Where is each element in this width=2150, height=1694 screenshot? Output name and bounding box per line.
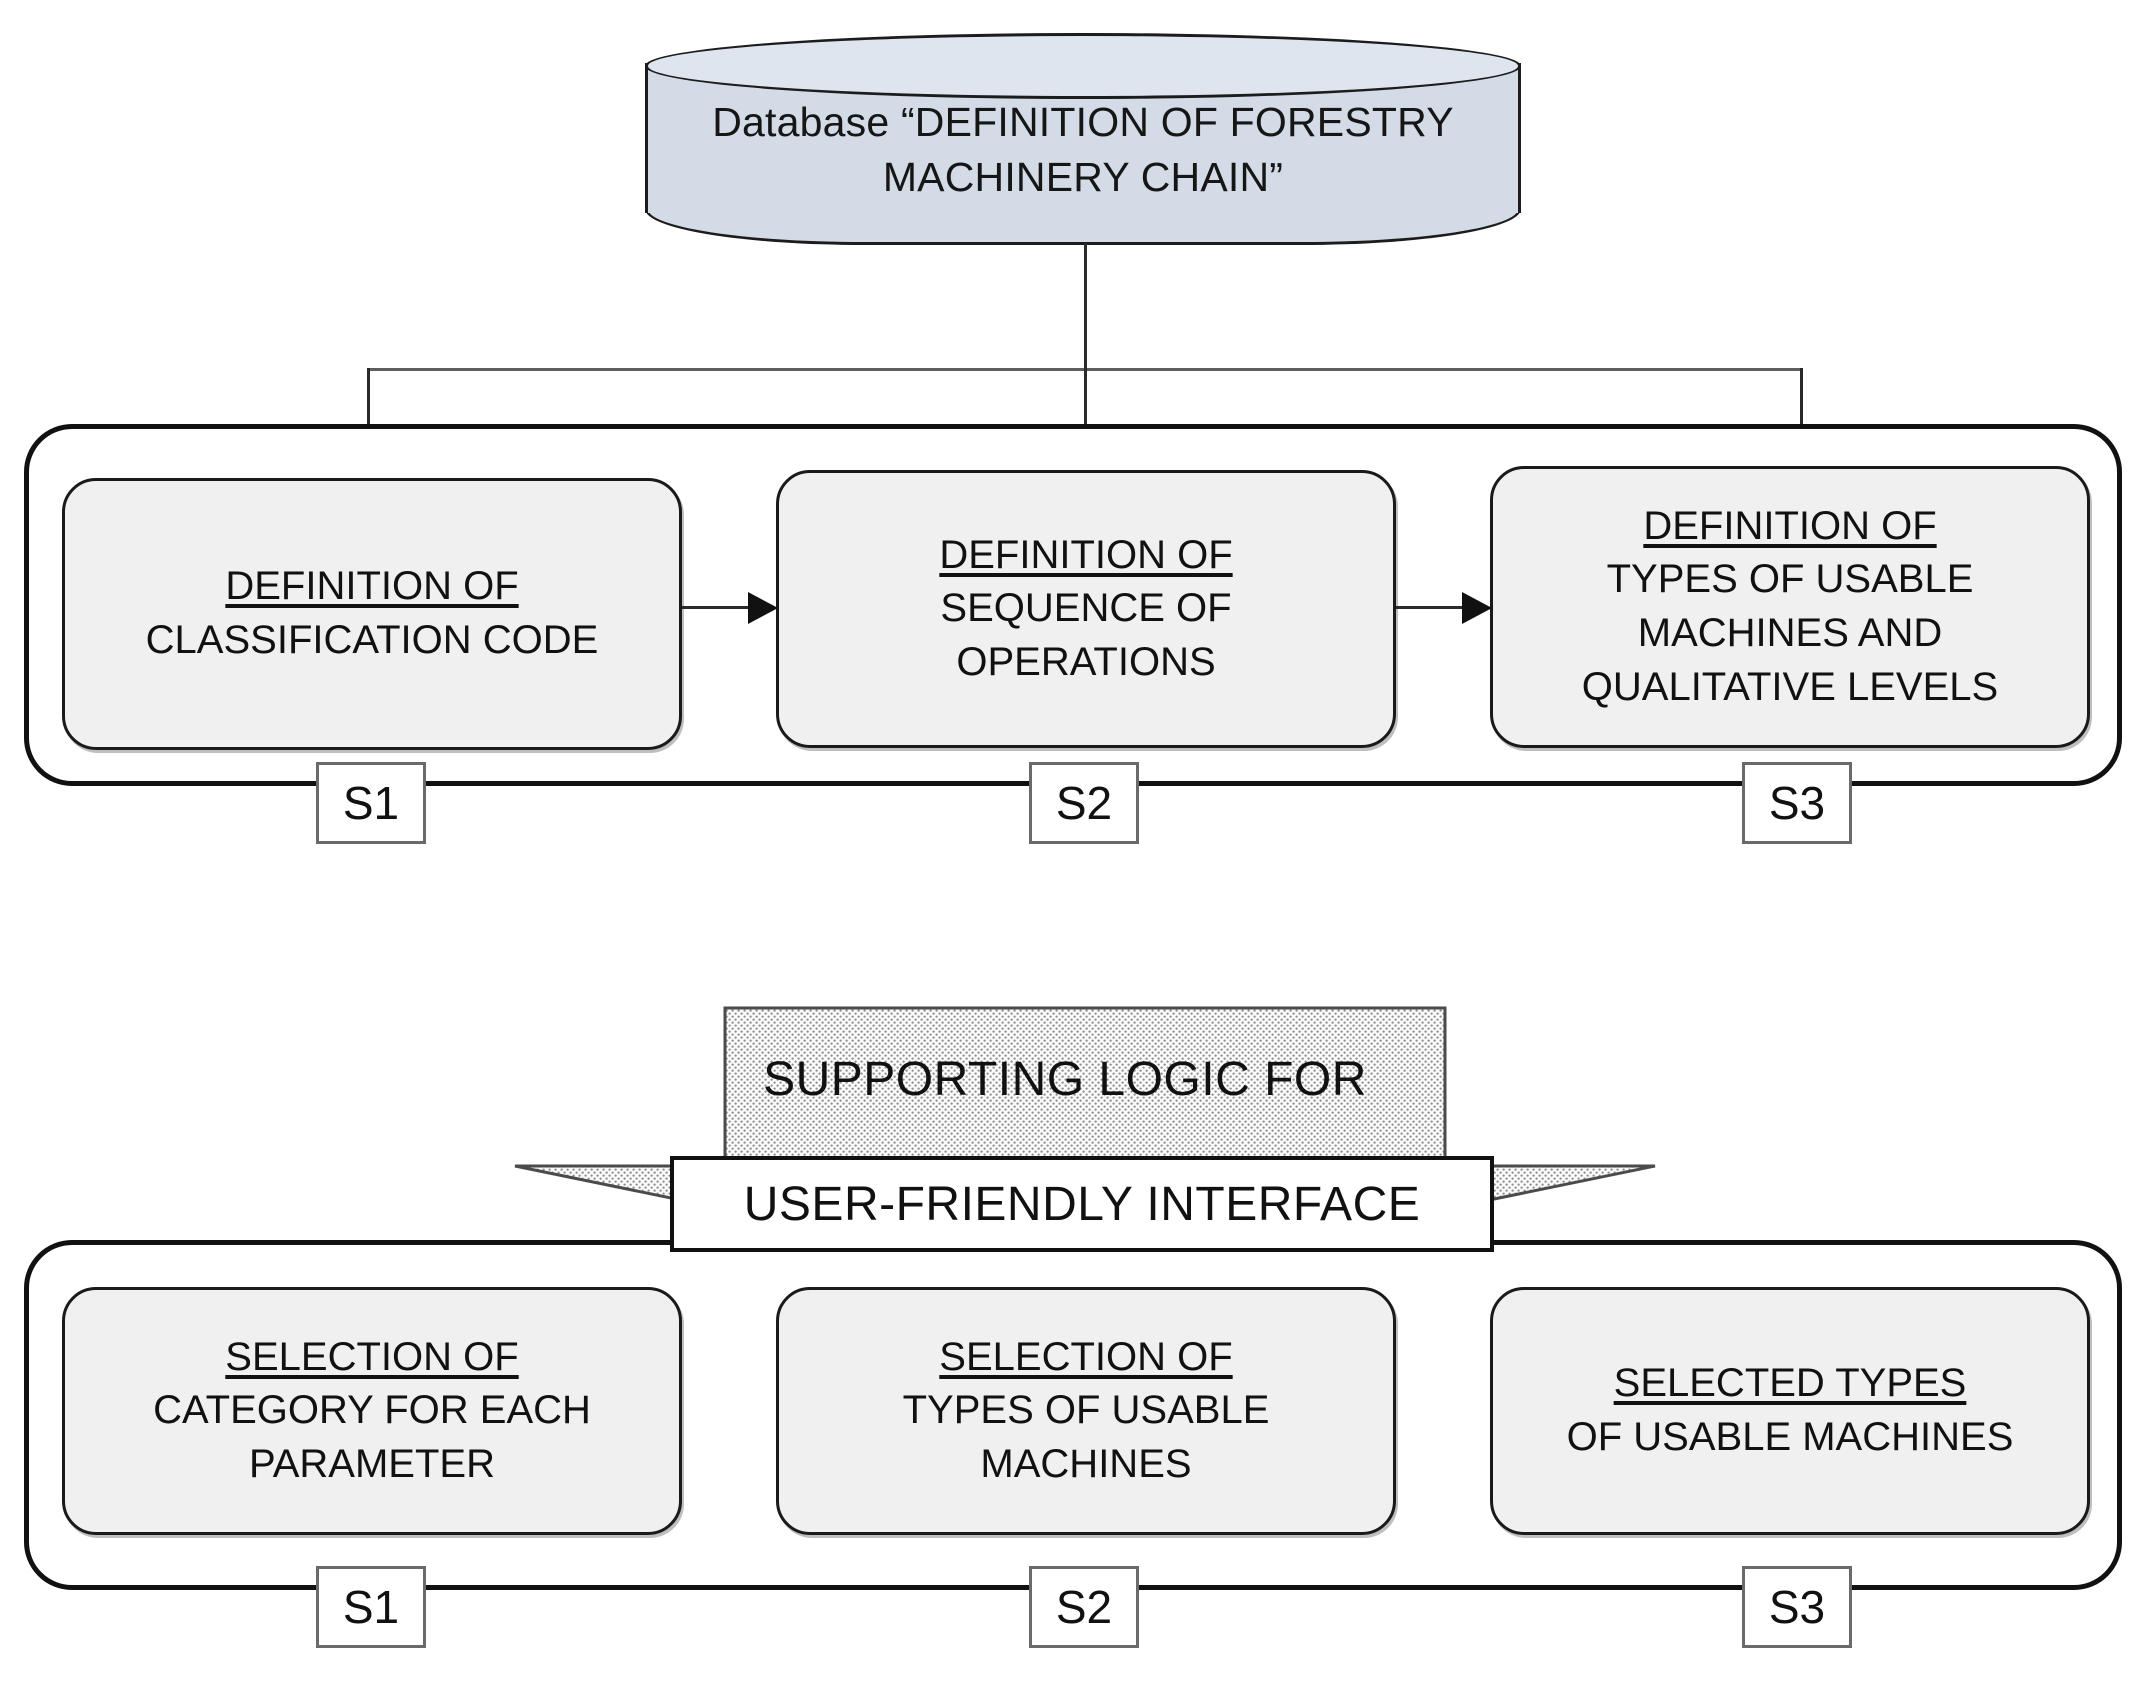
upper-box-3-line-2: MACHINES AND (1637, 611, 1943, 655)
lower-stage-tag-s1: S1 (316, 1566, 426, 1648)
upper-stage-tag-s3-label: S3 (1768, 777, 1826, 829)
upper-box-2[interactable]: DEFINITION OF SEQUENCE OF OPERATIONS (776, 470, 1396, 748)
lower-box-3-line-1: OF USABLE MACHINES (1566, 1415, 2014, 1459)
database-cylinder: Database “DEFINITION OF FORESTRY MACHINE… (645, 33, 1525, 248)
upper-stage-tag-s2: S2 (1029, 762, 1139, 844)
upper-box-3-line-3: QUALITATIVE LEVELS (1581, 664, 1999, 709)
upper-flow-line-1 (682, 606, 750, 609)
lower-box-1[interactable]: SELECTION OF CATEGORY FOR EACH PARAMETER (62, 1287, 682, 1535)
upper-box-2-heading: DEFINITION OF (939, 532, 1233, 577)
branch-line-1 (367, 368, 370, 460)
upper-box-2-line-1: SEQUENCE OF (940, 586, 1232, 631)
database-cylinder-top (645, 33, 1521, 99)
database-label: Database “DEFINITION OF FORESTRY MACHINE… (665, 95, 1501, 204)
lower-stage-tag-s1-label: S1 (342, 1581, 400, 1633)
upper-flow-arrowhead-1 (748, 592, 778, 624)
branch-line-2 (1084, 368, 1087, 460)
upper-flow-arrowhead-2 (1462, 592, 1492, 624)
upper-box-2-line-2: OPERATIONS (956, 639, 1216, 684)
lower-stage-tag-s2: S2 (1029, 1566, 1139, 1648)
user-friendly-interface-label: USER-FRIENDLY INTERFACE (743, 1177, 1421, 1231)
lower-box-1-heading: SELECTION OF (225, 1334, 519, 1379)
upper-stage-tag-s2-label: S2 (1055, 777, 1113, 829)
user-friendly-interface-plate: USER-FRIENDLY INTERFACE (670, 1156, 1494, 1252)
upper-flow-line-2 (1396, 606, 1464, 609)
lower-box-1-line-2: PARAMETER (249, 1441, 495, 1486)
upper-box-1-line-1: CLASSIFICATION CODE (145, 618, 599, 662)
lower-stage-tag-s3-label: S3 (1768, 1581, 1826, 1633)
lower-box-2-line-2: MACHINES (980, 1441, 1192, 1486)
upper-stage-tag-s1-label: S1 (342, 777, 400, 829)
lower-box-3[interactable]: SELECTED TYPES OF USABLE MACHINES (1490, 1287, 2090, 1535)
lower-box-2-line-1: TYPES OF USABLE (902, 1388, 1270, 1433)
lower-stage-tag-s3: S3 (1742, 1566, 1852, 1648)
database-label-line-2: MACHINERY CHAIN” (882, 153, 1284, 200)
upper-box-1[interactable]: DEFINITION OF CLASSIFICATION CODE (62, 478, 682, 750)
branch-line-3 (1800, 368, 1803, 460)
upper-box-3[interactable]: DEFINITION OF TYPES OF USABLE MACHINES A… (1490, 466, 2090, 748)
database-label-line-1: Database “DEFINITION OF FORESTRY (712, 99, 1454, 145)
supporting-logic-label: SUPPORTING LOGIC FOR (763, 1053, 1367, 1106)
lower-box-3-heading: SELECTED TYPES (1613, 1361, 1967, 1406)
lower-stage-tag-s2-label: S2 (1055, 1581, 1113, 1633)
upper-stage-tag-s1: S1 (316, 762, 426, 844)
upper-box-3-line-1: TYPES OF USABLE (1606, 557, 1974, 602)
lower-box-1-line-1: CATEGORY FOR EACH (153, 1388, 591, 1433)
lower-box-2[interactable]: SELECTION OF TYPES OF USABLE MACHINES (776, 1287, 1396, 1535)
lower-box-2-heading: SELECTION OF (939, 1334, 1233, 1379)
upper-stage-tag-s3: S3 (1742, 762, 1852, 844)
upper-box-3-heading: DEFINITION OF (1643, 503, 1937, 548)
db-stem-line (1084, 243, 1087, 370)
upper-box-1-heading: DEFINITION OF (225, 564, 519, 609)
